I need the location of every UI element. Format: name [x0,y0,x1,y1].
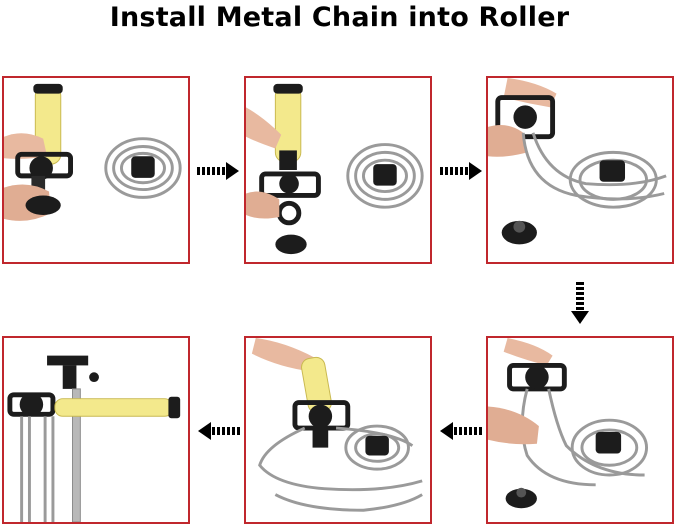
hand-inserting-roller-into-bracket-icon [251,338,423,512]
hand-removing-knob-icon [246,83,424,255]
hand-hooking-chain-on-bracket-icon [488,78,667,245]
arrow-right-icon [197,162,239,180]
hand-holding-bracket-with-chain-icon [488,338,649,509]
step-1-panel [2,76,190,264]
arrow-right-icon [440,162,482,180]
arrow-left-icon [440,422,482,440]
step-6-panel [2,336,190,524]
step-4-panel [486,336,674,524]
roller-mounted-on-stand-icon [7,355,181,522]
arrow-down-icon [571,282,589,324]
step-3-panel [486,76,674,264]
page-title: Install Metal Chain into Roller [109,2,570,33]
step-5-panel [244,336,432,524]
step-2-panel [244,76,432,264]
arrow-left-icon [198,422,240,440]
hand-holding-yellow-roller-with-knob-icon [4,83,182,221]
